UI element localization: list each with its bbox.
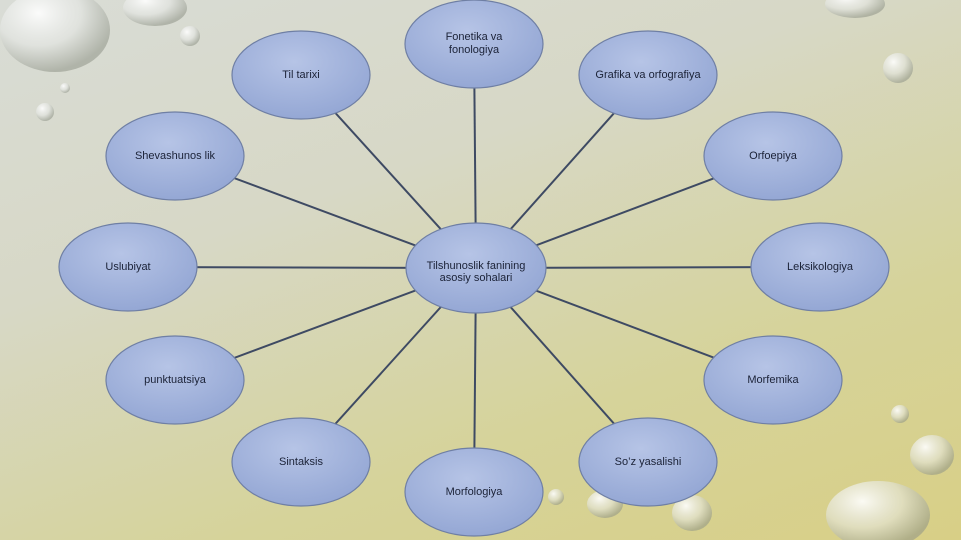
node-grafika (578, 30, 718, 120)
water-drop-decoration (825, 0, 885, 18)
node-shevashunoslik (105, 111, 245, 201)
water-drop-decoration (36, 103, 54, 121)
water-drop-decoration (60, 83, 70, 93)
node-orfoepiya (703, 111, 843, 201)
node-leksikologiya (750, 222, 890, 312)
node-soz-yasalishi (578, 417, 718, 507)
node-morfemika (703, 335, 843, 425)
node-uslubiyat (58, 222, 198, 312)
water-drop-decoration (826, 481, 930, 540)
node-punktuatsiya (105, 335, 245, 425)
water-drop-decoration (548, 489, 564, 505)
water-drop-decoration (891, 405, 909, 423)
water-drop-decoration (672, 495, 712, 531)
node-morfologiya (404, 447, 544, 537)
water-drop-decoration (180, 26, 200, 46)
nodes (58, 0, 890, 537)
node-center (405, 222, 547, 314)
node-til-tarixi (231, 30, 371, 120)
water-drop-decoration (883, 53, 913, 83)
node-sintaksis (231, 417, 371, 507)
water-drop-decoration (123, 0, 187, 26)
water-drop-decoration (910, 435, 954, 475)
water-drop-decoration (0, 0, 110, 72)
node-fonetika (404, 0, 544, 89)
